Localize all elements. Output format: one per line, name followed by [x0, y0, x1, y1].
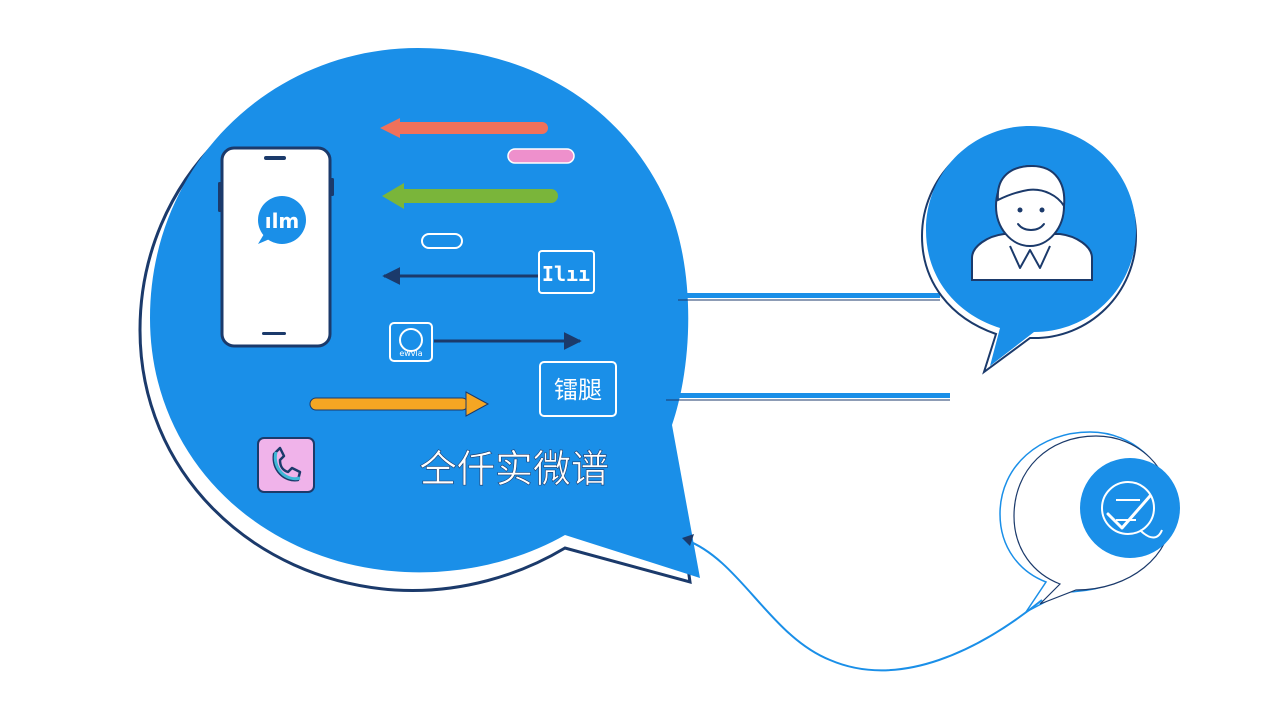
phone-call-icon[interactable] — [257, 437, 315, 493]
phone-device — [218, 146, 334, 348]
blue-pill — [421, 233, 463, 249]
user-avatar-icon[interactable] — [971, 164, 1093, 281]
app-icon-label: ılm — [265, 209, 300, 233]
curved-connector-head — [682, 534, 694, 546]
curved-connector — [685, 539, 1043, 672]
agent-chip-label: ewvla — [399, 349, 422, 358]
text-chip[interactable]: 镭腿 — [539, 361, 617, 417]
chart-chip-label: Ilıı — [542, 262, 590, 286]
headset-icon[interactable]: ewvla — [389, 322, 433, 362]
arrow-green-left — [382, 183, 558, 209]
chat-bubble-icon[interactable]: ılm — [258, 196, 306, 244]
connector-lines — [666, 293, 950, 401]
bubble-caption: 仝仟实微谱 — [419, 447, 609, 491]
arrow-orange-right — [309, 391, 490, 417]
pink-pill — [507, 148, 575, 164]
bar-chart-icon[interactable]: Ilıı — [538, 250, 595, 294]
chip-label: 镭腿 — [554, 376, 602, 404]
check-badge-icon[interactable] — [1080, 458, 1180, 558]
arrow-coral-left — [380, 118, 548, 138]
